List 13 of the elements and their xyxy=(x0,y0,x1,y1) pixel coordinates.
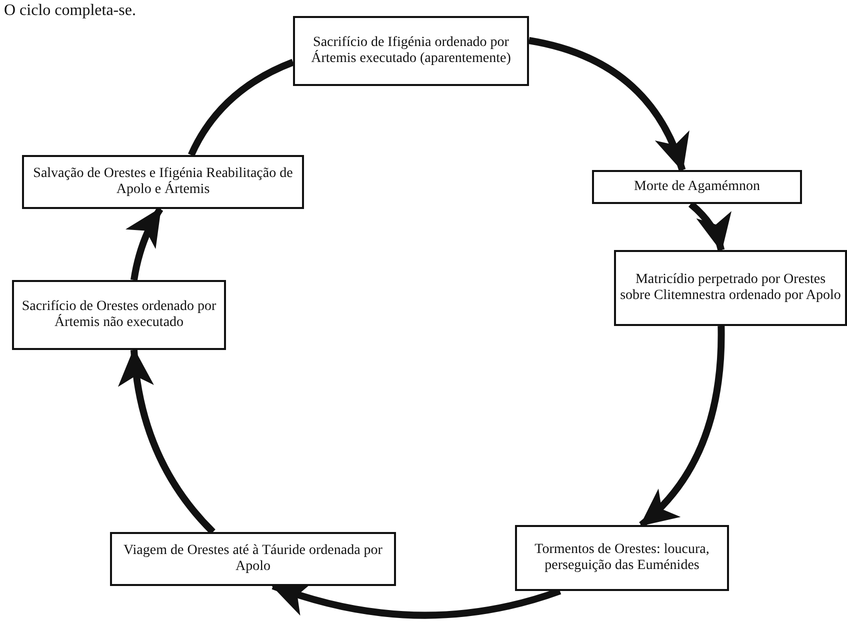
event-box: Sacrifício de Orestes ordenado por Ártemis não executado xyxy=(12,280,226,350)
curved-arrow xyxy=(118,348,216,534)
event-box: Tormentos de Orestes: loucura, perseguição das Euménides xyxy=(515,525,729,591)
event-box: Sacrifício de Ifigénia ordenado por Ártemis executado (aparentemente) xyxy=(293,16,529,86)
event-box: Matricídio perpetrado por Orestes sobre Clitemnestra ordenado por Apolo xyxy=(614,250,847,326)
note-text: O ciclo completa-se. xyxy=(4,2,136,20)
event-box: Salvação de Orestes e Ifigénia Reabilitação de Apolo e Ártemis xyxy=(22,155,304,209)
event-box: Viagem de Orestes até à Táuride ordenada por Apolo xyxy=(110,532,396,586)
curved-arrow xyxy=(528,37,688,172)
curved-line xyxy=(188,58,294,157)
event-box: Morte de Agamémnon xyxy=(592,170,802,204)
curved-arrow xyxy=(638,326,725,528)
curved-arrow xyxy=(126,207,164,281)
